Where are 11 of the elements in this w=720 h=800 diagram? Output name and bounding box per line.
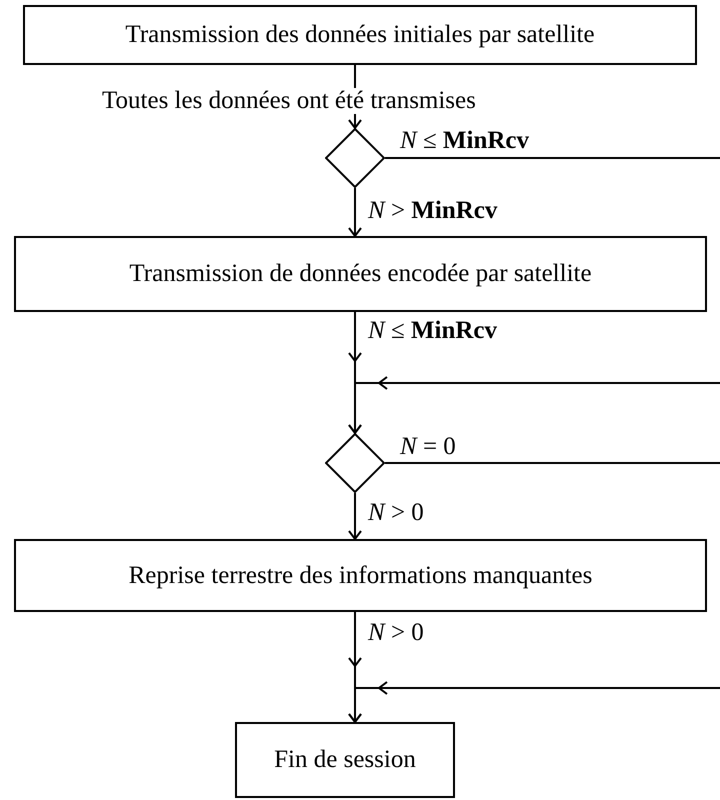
- process-box: [14, 236, 707, 312]
- decision-diamond: [325, 128, 385, 188]
- process-box: [235, 722, 455, 798]
- box-label: Reprise terrestre des informations manquantes: [128, 562, 592, 590]
- decision-diamond: [325, 433, 385, 493]
- box-label: Transmission de données encodée par satellite: [129, 260, 592, 288]
- edge-label: Toutes les données ont été transmises: [100, 88, 478, 114]
- process-box: [23, 5, 697, 65]
- box-label: Transmission des données initiales par satellite: [125, 21, 595, 49]
- process-box: [14, 539, 707, 612]
- box-label: Fin de session: [274, 746, 416, 774]
